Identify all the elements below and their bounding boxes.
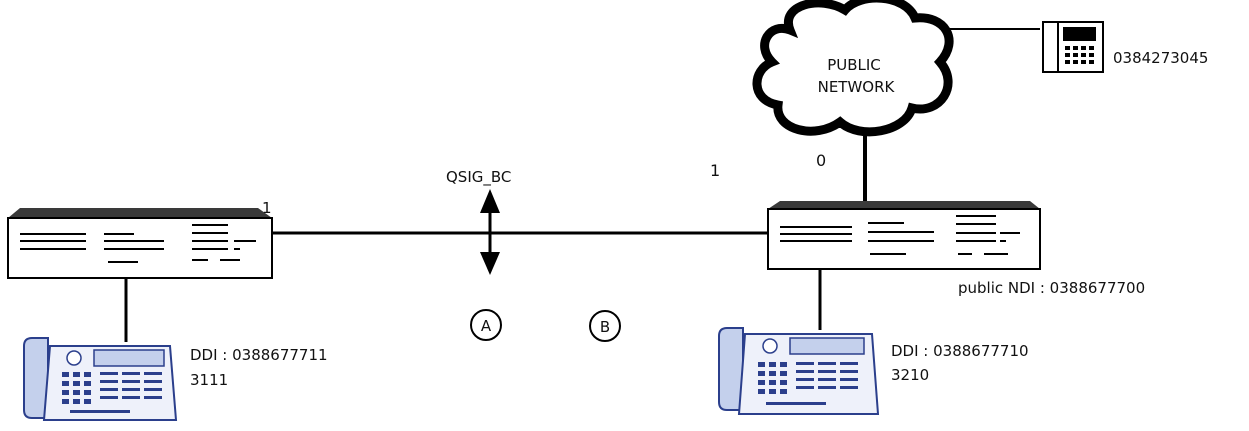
remote-phone-icon [1042, 21, 1104, 73]
cloud-label-line2: NETWORK [818, 78, 896, 96]
left-phone-icon [23, 337, 178, 421]
marker-b: B [589, 310, 621, 342]
bidirectional-arrow-icon [480, 189, 500, 275]
marker-a-label: A [481, 317, 492, 335]
qsig-link-label: QSIG_BC [446, 168, 511, 187]
right-pbx-port-label: 1 [710, 161, 720, 180]
cloud-label-line1: PUBLIC [827, 56, 881, 74]
right-pbx-icon [767, 201, 1041, 270]
marker-a: A [470, 309, 502, 341]
right-phone-icon [718, 327, 880, 415]
right-phone-extension: 3210 [891, 366, 929, 384]
left-pbx-icon [7, 208, 273, 279]
marker-b-label: B [600, 318, 610, 336]
left-phone-extension: 3111 [190, 371, 228, 389]
left-phone-ddi: DDI : 0388677711 [190, 346, 328, 364]
remote-phone-number: 0384273045 [1113, 49, 1208, 67]
public-network-cloud: PUBLIC NETWORK [752, 0, 954, 137]
left-pbx-port-label: 1 [262, 199, 272, 217]
public-port-label: 0 [816, 151, 826, 170]
right-phone-ddi: DDI : 0388677710 [891, 342, 1029, 360]
right-pbx-public-ndi: public NDI : 0388677700 [958, 279, 1145, 297]
